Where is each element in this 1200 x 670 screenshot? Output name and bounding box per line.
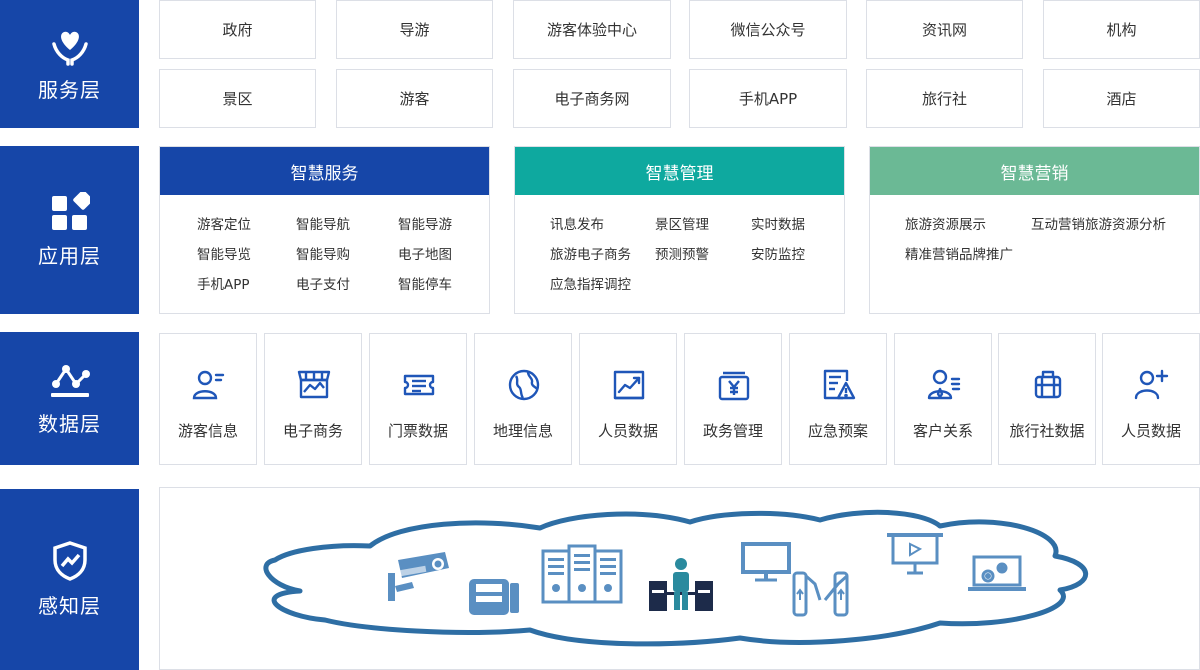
- data-label: 游客信息: [177, 422, 238, 440]
- data-card[interactable]: 客户关系: [894, 333, 992, 465]
- service-item[interactable]: 机构: [1043, 0, 1200, 59]
- panel-smart-management: 智慧管理 讯息发布 景区管理 实时数据 旅游电子商务 预测预警 安防监控 应急指…: [514, 146, 845, 314]
- data-card[interactable]: 人员数据: [1102, 333, 1200, 465]
- app-item[interactable]: 智能导览: [197, 247, 251, 263]
- service-item[interactable]: 游客体验中心: [513, 0, 671, 59]
- service-item[interactable]: 手机APP: [689, 69, 847, 128]
- data-card[interactable]: 政务管理: [684, 333, 782, 465]
- app-item[interactable]: 智能导航: [296, 217, 350, 233]
- storefront-icon: [297, 370, 331, 399]
- app-item[interactable]: 预测预警: [655, 247, 709, 263]
- service-item[interactable]: 微信公众号: [689, 0, 847, 59]
- data-card[interactable]: 游客信息: [159, 333, 257, 465]
- shield-chart-icon: [52, 541, 87, 581]
- app-item[interactable]: 电子支付: [296, 277, 350, 293]
- customer-icon: [927, 369, 961, 400]
- panel-smart-service: 智慧服务 游客定位 智能导航 智能导游 智能导览 智能导购 电子地图 手机APP…: [159, 146, 490, 314]
- app-grid-icon: [51, 191, 90, 230]
- card-reader-icon: [469, 579, 519, 615]
- data-label: 人员数据: [1120, 422, 1181, 440]
- service-item[interactable]: 酒店: [1043, 69, 1200, 128]
- service-item[interactable]: 资讯网: [866, 0, 1023, 59]
- app-item[interactable]: 应急指挥调控: [550, 277, 631, 293]
- projector-screen-icon: [887, 533, 943, 575]
- data-card[interactable]: 地理信息: [474, 333, 572, 465]
- turnstile-person-icon: [649, 558, 713, 611]
- layer-label-application: 应用层: [0, 146, 139, 314]
- data-label: 门票数据: [387, 422, 448, 440]
- panel-title: 智慧管理: [515, 147, 844, 195]
- layer-title: 感知层: [38, 594, 101, 618]
- add-user-icon: [1134, 369, 1169, 400]
- data-label: 人员数据: [597, 422, 658, 440]
- data-card[interactable]: 门票数据: [369, 333, 467, 465]
- data-label: 旅行社数据: [1009, 422, 1085, 440]
- perception-panel: [159, 487, 1200, 670]
- warning-document-icon: [823, 369, 856, 400]
- panel-title: 智慧营销: [870, 147, 1199, 195]
- app-item[interactable]: 互动营销旅游资源分析: [1031, 217, 1166, 233]
- laptop-gears-icon: [968, 555, 1026, 591]
- trend-chart-icon: [613, 370, 645, 400]
- app-item[interactable]: 讯息发布: [550, 217, 604, 233]
- layer-label-data: 数据层: [0, 332, 139, 465]
- data-nodes-icon: [50, 365, 90, 397]
- data-label: 应急预案: [807, 422, 868, 440]
- security-camera-icon: [388, 552, 449, 601]
- layer-title: 数据层: [38, 412, 101, 436]
- data-card[interactable]: 旅行社数据: [998, 333, 1096, 465]
- data-card[interactable]: 应急预案: [789, 333, 887, 465]
- monitor-icon: [741, 542, 791, 582]
- app-item[interactable]: 旅游资源展示: [905, 217, 986, 233]
- gate-barrier-icon: [792, 571, 849, 617]
- luggage-icon: [1034, 370, 1062, 399]
- service-item[interactable]: 游客: [336, 69, 493, 128]
- server-rack-icon: [541, 544, 623, 604]
- service-item[interactable]: 导游: [336, 0, 493, 59]
- app-item[interactable]: 实时数据: [751, 217, 805, 233]
- data-label: 政务管理: [702, 422, 763, 440]
- layer-label-service: 服务层: [0, 0, 139, 128]
- app-item[interactable]: 旅游电子商务: [550, 247, 631, 263]
- app-item[interactable]: 智能停车: [398, 277, 452, 293]
- data-card[interactable]: 人员数据: [579, 333, 677, 465]
- app-item[interactable]: 智能导游: [398, 217, 452, 233]
- device-cloud-illustration: [263, 509, 1089, 647]
- data-label: 地理信息: [492, 422, 553, 440]
- app-item[interactable]: 景区管理: [655, 217, 709, 233]
- service-item[interactable]: 旅行社: [866, 69, 1023, 128]
- panel-smart-marketing: 智慧营销 旅游资源展示 互动营销旅游资源分析 精准营销品牌推广: [869, 146, 1200, 314]
- layer-title: 服务层: [38, 77, 101, 102]
- data-card[interactable]: 电子商务: [264, 333, 362, 465]
- app-item[interactable]: 电子地图: [398, 247, 452, 263]
- service-item[interactable]: 电子商务网: [513, 69, 671, 128]
- layer-title: 应用层: [38, 243, 101, 268]
- app-item[interactable]: 精准营销品牌推广: [905, 247, 1013, 263]
- ticket-icon: [403, 374, 435, 396]
- panel-title: 智慧服务: [160, 147, 489, 195]
- service-item[interactable]: 景区: [159, 69, 316, 128]
- layer-label-perception: 感知层: [0, 489, 139, 670]
- data-label: 客户关系: [912, 422, 973, 440]
- app-item[interactable]: 手机APP: [197, 277, 250, 293]
- app-item[interactable]: 安防监控: [751, 247, 805, 263]
- data-label: 电子商务: [282, 422, 343, 440]
- heart-hands-icon: [51, 31, 88, 66]
- user-card-icon: [192, 370, 225, 400]
- service-item[interactable]: 政府: [159, 0, 316, 59]
- app-item[interactable]: 游客定位: [197, 217, 251, 233]
- globe-icon: [508, 369, 540, 401]
- yuan-tray-icon: [718, 371, 750, 401]
- app-item[interactable]: 智能导购: [296, 247, 350, 263]
